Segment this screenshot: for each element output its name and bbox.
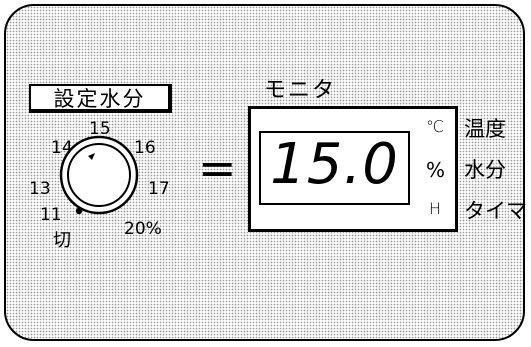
setting-moisture-label: 設定水分 bbox=[29, 84, 172, 113]
dial-pointer-icon bbox=[88, 153, 95, 160]
dial-knob-inner bbox=[67, 143, 131, 207]
scale-15: 15 bbox=[89, 119, 111, 139]
off-dot-icon bbox=[75, 207, 83, 215]
mode-temperature: 温度 bbox=[464, 117, 506, 141]
indicator-celsius: ℃ bbox=[426, 117, 444, 136]
scale-16: 16 bbox=[134, 138, 156, 158]
indicator-percent: % bbox=[426, 158, 446, 182]
indicator-hour: H bbox=[429, 199, 442, 218]
scale-20-percent: 20% bbox=[124, 219, 162, 239]
scale-17: 17 bbox=[148, 179, 170, 199]
equals-sign: = bbox=[198, 141, 237, 195]
scale-11: 11 bbox=[40, 205, 62, 225]
mode-timer: タイマ bbox=[464, 199, 527, 223]
monitor-reading: 15.0 bbox=[270, 132, 399, 197]
off-label: 切 bbox=[53, 230, 71, 251]
scale-14: 14 bbox=[51, 138, 73, 158]
monitor-lcd-screen bbox=[259, 131, 410, 205]
mode-moisture: 水分 bbox=[464, 158, 506, 182]
monitor-title: モニタ bbox=[264, 78, 337, 103]
scale-13: 13 bbox=[29, 179, 51, 199]
